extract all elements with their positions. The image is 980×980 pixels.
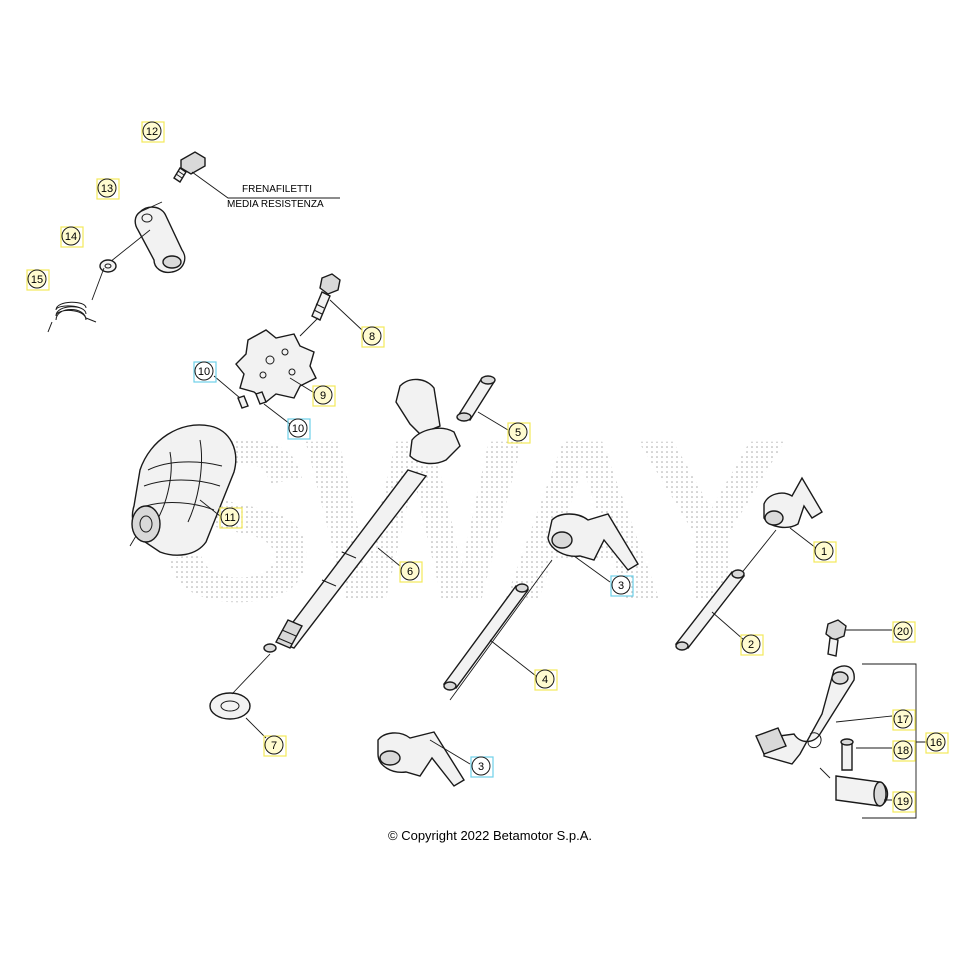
callout-10a: 10 bbox=[193, 361, 217, 383]
callout-7: 7 bbox=[263, 735, 287, 757]
callout-19: 19 bbox=[892, 791, 916, 813]
callout-number: 2 bbox=[748, 639, 754, 651]
callout-circle bbox=[471, 756, 491, 776]
rod-part-2 bbox=[674, 569, 746, 651]
callout-9: 9 bbox=[312, 385, 336, 407]
copyright-notice: © Copyright 2022 Betamotor S.p.A. bbox=[388, 828, 592, 843]
note-line-1: FRENAFILETTI bbox=[242, 184, 312, 195]
callout-circle bbox=[893, 791, 913, 811]
callout-circle bbox=[926, 732, 946, 752]
callout-circle bbox=[288, 418, 308, 438]
callout-12: 12 bbox=[141, 121, 165, 143]
callout-number: 10 bbox=[198, 366, 210, 378]
callout-number: 1 bbox=[821, 546, 827, 558]
bolt-part-8 bbox=[311, 273, 341, 321]
callout-number: 18 bbox=[897, 745, 909, 757]
callout-13: 13 bbox=[96, 178, 120, 200]
note-line-2: MEDIA RESISTENZA bbox=[227, 199, 324, 210]
callout-circle bbox=[400, 561, 420, 581]
callout-number: 3 bbox=[618, 580, 624, 592]
washer-part-14 bbox=[99, 259, 117, 273]
callout-circle bbox=[27, 269, 47, 289]
shift-shaft-part-6 bbox=[263, 378, 461, 653]
watermark: SWAY bbox=[162, 392, 795, 649]
selector-assembly-part-16 bbox=[755, 619, 928, 819]
callout-circle bbox=[97, 178, 117, 198]
callout-number: 5 bbox=[515, 427, 521, 439]
fork-part-1 bbox=[763, 476, 823, 529]
callout-circle bbox=[220, 507, 240, 527]
callout-5: 5 bbox=[507, 422, 531, 444]
callout-6: 6 bbox=[399, 561, 423, 583]
callout-circle bbox=[264, 735, 284, 755]
callout-number: 3 bbox=[478, 761, 484, 773]
bushing-part-5 bbox=[456, 375, 496, 422]
callout-number: 20 bbox=[897, 626, 909, 638]
callout-circle bbox=[893, 621, 913, 641]
callout-number: 10 bbox=[292, 423, 304, 435]
callout-1: 1 bbox=[813, 541, 837, 563]
callout-number: 17 bbox=[897, 714, 909, 726]
callout-number: 15 bbox=[31, 274, 43, 286]
spring-part-15 bbox=[47, 267, 105, 333]
callout-circle bbox=[313, 385, 333, 405]
fork-part-3-upper bbox=[547, 513, 639, 571]
callout-2: 2 bbox=[740, 634, 764, 656]
callout-number: 9 bbox=[320, 390, 326, 402]
pin-parts-10 bbox=[237, 391, 267, 409]
callout-number: 19 bbox=[897, 796, 909, 808]
fork-part-3-lower bbox=[377, 731, 465, 787]
callout-number: 11 bbox=[224, 512, 235, 524]
callout-20: 20 bbox=[892, 621, 916, 643]
callout-circle bbox=[535, 669, 555, 689]
callout-14: 14 bbox=[60, 226, 84, 248]
callout-15: 15 bbox=[26, 269, 50, 291]
callout-number: 12 bbox=[146, 126, 158, 138]
callout-3a: 3 bbox=[610, 575, 634, 597]
callout-number: 14 bbox=[65, 231, 77, 243]
star-plate-part-9 bbox=[235, 329, 317, 403]
callout-circle bbox=[61, 226, 81, 246]
callout-number: 4 bbox=[542, 674, 548, 686]
callout-number: 7 bbox=[271, 740, 277, 752]
rod-part-4 bbox=[442, 583, 530, 691]
callout-16: 16 bbox=[925, 732, 949, 754]
callout-8: 8 bbox=[361, 326, 385, 348]
callout-3b: 3 bbox=[470, 756, 494, 778]
shift-drum-part-11 bbox=[131, 424, 237, 556]
callout-circle bbox=[611, 575, 631, 595]
watermark-text: SWAY bbox=[162, 392, 785, 649]
callout-circle bbox=[142, 121, 162, 141]
callout-10b: 10 bbox=[287, 418, 311, 440]
washer-part-7 bbox=[209, 692, 251, 720]
callout-circle bbox=[893, 740, 913, 760]
callout-circle bbox=[508, 422, 528, 442]
lever-part-13 bbox=[134, 206, 186, 274]
callout-circle bbox=[194, 361, 214, 381]
callout-number: 6 bbox=[407, 566, 413, 578]
callout-11: 11 bbox=[219, 507, 243, 529]
callout-18: 18 bbox=[892, 740, 916, 762]
callout-4: 4 bbox=[534, 669, 558, 691]
bolt-part-12 bbox=[173, 151, 206, 183]
callout-circle bbox=[893, 709, 913, 729]
callout-17: 17 bbox=[892, 709, 916, 731]
callout-number: 13 bbox=[101, 183, 113, 195]
callout-number: 16 bbox=[930, 737, 942, 749]
callout-number: 8 bbox=[369, 331, 375, 343]
callout-circle bbox=[814, 541, 834, 561]
callout-circle bbox=[362, 326, 382, 346]
callout-circle bbox=[741, 634, 761, 654]
